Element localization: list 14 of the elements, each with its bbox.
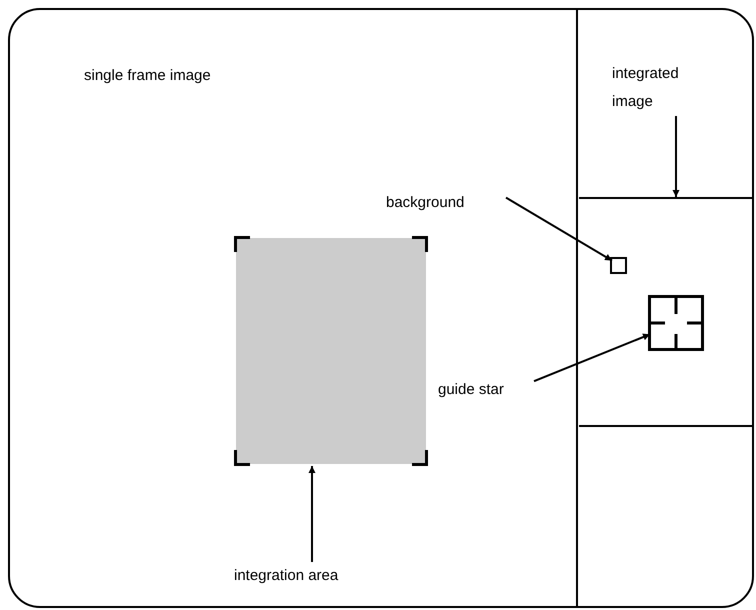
background-square (610, 257, 627, 274)
caption-text: background (386, 189, 506, 217)
caption-text: integration area (234, 562, 384, 590)
arrow (534, 333, 650, 382)
integration-area (234, 236, 428, 466)
arrow (505, 196, 613, 262)
caption-text: integrated image (612, 60, 702, 116)
arrow (672, 116, 680, 197)
arrow (308, 466, 316, 562)
integrated-image-panel (579, 197, 752, 427)
image-frame (8, 8, 754, 608)
caption-text: guide star (438, 376, 534, 404)
guide-star-box (648, 295, 704, 351)
panel-title: single frame image (84, 66, 211, 86)
